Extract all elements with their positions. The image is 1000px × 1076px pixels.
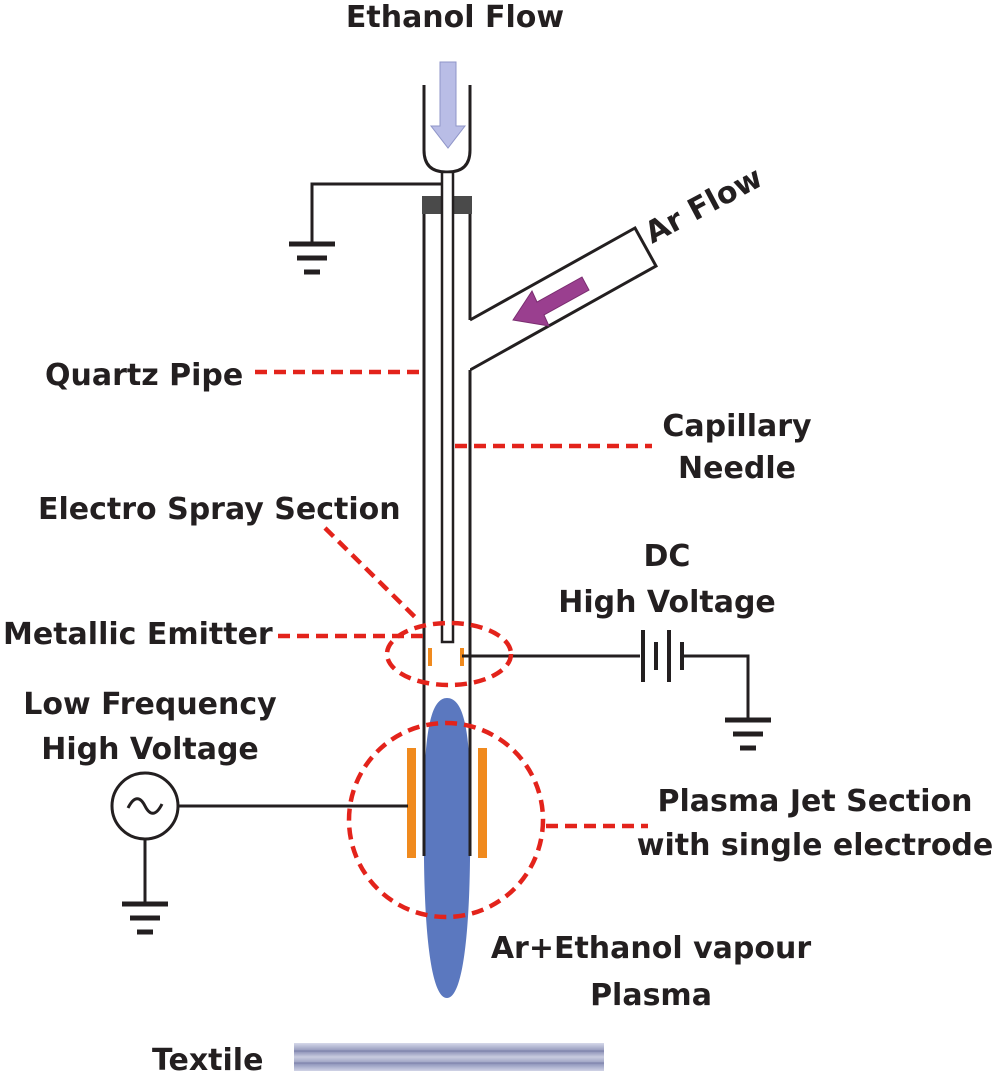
metallic-emitter-label: Metallic Emitter	[3, 617, 273, 652]
plasma-jet-label-line1: Plasma Jet Section	[658, 784, 973, 819]
plasma-jet-label-line2: with single electrode	[637, 828, 994, 863]
ground-symbol-icon	[289, 241, 335, 275]
capillary-needle	[440, 170, 455, 644]
plasma-jet-circle	[346, 720, 546, 920]
metallic-emitter-left	[428, 648, 432, 666]
electro-spray-ellipse	[384, 620, 514, 688]
pipe-seal-right	[450, 196, 472, 214]
dc-label-line2: High Voltage	[558, 585, 776, 620]
lf-label-line1: Low Frequency	[23, 687, 277, 722]
plasma-label-line1: Ar+Ethanol vapour	[491, 931, 812, 966]
electrode-left	[407, 748, 416, 858]
ground-symbol-icon	[122, 901, 168, 935]
capillary-label-line2: Needle	[678, 451, 796, 486]
capillary-label-line1: Capillary	[662, 409, 812, 444]
electro-spray-label: Electro Spray Section	[38, 492, 401, 527]
ar-flow-arrow-icon	[512, 276, 590, 327]
ac-source-icon	[110, 771, 180, 841]
dc-label-line1: DC	[644, 539, 691, 574]
battery-icon	[641, 630, 684, 682]
textile-label: Textile	[152, 1043, 263, 1076]
ethanol-flow-arrow-icon	[429, 61, 467, 149]
dc-ground-wire	[684, 654, 750, 718]
ethanol-flow-label: Ethanol Flow	[346, 0, 564, 35]
capillary-ground-wire	[310, 182, 442, 242]
pipe-seal-left	[422, 196, 444, 214]
ar-flow-label: Ar Flow	[639, 160, 768, 251]
quartz-pipe-label: Quartz Pipe	[45, 358, 243, 393]
plasma-label-line2: Plasma	[590, 978, 712, 1013]
electrode-right	[478, 748, 487, 858]
ground-symbol-icon	[725, 717, 771, 751]
lf-label-line2: High Voltage	[41, 732, 259, 767]
textile-sample	[294, 1043, 604, 1071]
plasma-plume	[423, 698, 471, 998]
electro-spray-leader	[323, 526, 420, 622]
